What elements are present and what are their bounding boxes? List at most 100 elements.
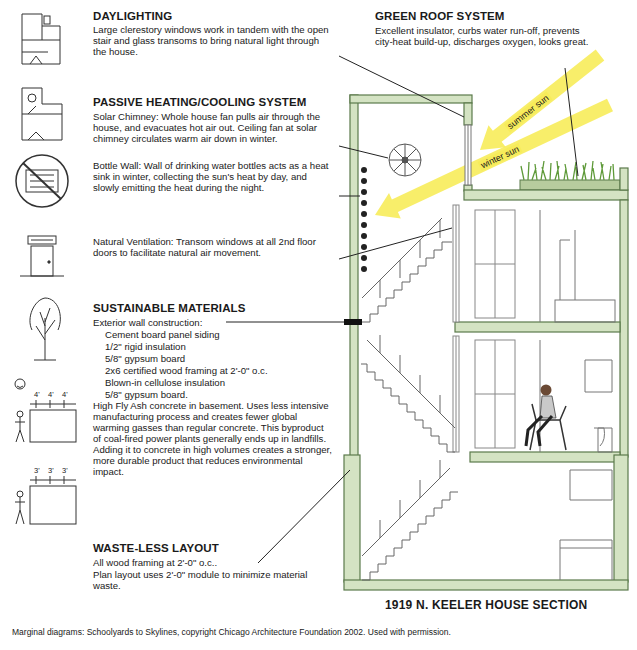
icon-height-study <box>30 476 76 484</box>
green-roof <box>521 161 614 180</box>
icon-tree <box>36 308 55 360</box>
icon-height-study <box>30 486 76 524</box>
icon-tree <box>30 298 60 330</box>
bottle-wall <box>361 211 367 217</box>
list-item: 5/8" gypsum board <box>105 354 333 365</box>
list-item: Blown-in cellulose insulation <box>105 378 333 389</box>
solar-chimney-fan <box>402 157 408 163</box>
icon-bottle-wall <box>16 155 68 207</box>
list-item: 1/2" rigid insulation <box>105 342 333 353</box>
section-heading: GREEN ROOF SYSTEM <box>375 10 595 23</box>
icon-tree <box>34 360 56 361</box>
leader-lines <box>258 470 350 563</box>
dimension-label: 3' <box>62 467 68 475</box>
icon-transom-door <box>31 246 53 276</box>
bottle-wall <box>361 167 367 173</box>
list-item: 2x6 certified wood framing at 2'-0" o.c. <box>105 366 333 377</box>
section-heading: PASSIVE HEATING/COOLING SYSTEM <box>93 96 333 109</box>
dimension-label: 3' <box>48 467 54 475</box>
stairs <box>362 460 450 556</box>
stairs <box>361 364 455 452</box>
house-structure <box>464 103 472 125</box>
bottle-wall <box>361 244 367 250</box>
body-text: Plan layout uses 2'-0" module to minimiz… <box>93 570 323 592</box>
bottle-wall <box>361 233 367 239</box>
body-text: All wood framing at 2'-0" o.c.. <box>93 558 253 569</box>
dimension-label: 3' <box>34 467 40 475</box>
icon-height-study <box>17 491 23 497</box>
clerestory-window <box>468 125 469 185</box>
icon-tree <box>30 298 60 360</box>
icon-passive-system <box>28 94 36 102</box>
icon-transom-door <box>28 236 56 244</box>
leader-lines <box>339 146 388 158</box>
green-roof <box>520 180 620 190</box>
section-heading: WASTE-LESS LAYOUT <box>93 542 333 555</box>
caption: 1919 N. KEELER HOUSE SECTION <box>385 598 587 612</box>
icon-height-study <box>15 417 25 442</box>
sun-arrows <box>480 50 604 151</box>
house-structure <box>455 322 620 332</box>
icon-height-study <box>17 411 23 417</box>
leader-lines <box>339 56 464 117</box>
seated-person <box>526 416 552 446</box>
leader-lines <box>226 322 346 323</box>
stairs <box>367 335 455 428</box>
stairs <box>362 492 458 580</box>
house-structure <box>344 95 628 590</box>
leader-lines <box>339 196 360 197</box>
house-structure <box>470 452 620 462</box>
icon-height-study <box>17 386 23 388</box>
leader-lines <box>565 68 578 176</box>
house-structure <box>620 168 628 190</box>
solar-chimney-fan <box>389 144 421 176</box>
icon-daylighting <box>22 14 60 64</box>
leader-lines <box>339 228 452 259</box>
bottle-wall <box>361 178 367 184</box>
body-text: Large clerestory windows work in tandem … <box>93 25 333 58</box>
icon-daylighting <box>22 26 60 52</box>
icon-height-study <box>15 379 25 389</box>
interior-glass <box>475 340 515 448</box>
stairs <box>362 218 442 298</box>
body-text: Exterior wall construction: <box>93 318 223 329</box>
seated-person <box>541 385 552 396</box>
section-heading: SUSTAINABLE MATERIALS <box>93 302 333 315</box>
icon-transom-door <box>20 276 64 277</box>
sun-label: summer sun <box>504 92 552 133</box>
bathroom-fixtures <box>540 210 615 580</box>
dimension-label: 4' <box>48 391 54 399</box>
icon-height-study <box>15 476 76 524</box>
icon-transom-door <box>20 236 64 276</box>
section-heading: DAYLIGHTING <box>93 10 333 23</box>
bottle-wall <box>361 266 367 272</box>
bottle-wall <box>361 167 367 272</box>
icon-daylighting <box>30 56 42 64</box>
bottle-wall <box>361 222 367 228</box>
house-structure <box>344 580 628 590</box>
list-item: Cement board panel siding <box>105 330 333 341</box>
icon-daylighting <box>22 14 60 64</box>
bathroom-fixtures <box>560 470 612 580</box>
clerestory-window <box>465 125 471 185</box>
bathroom-fixtures <box>594 428 612 452</box>
stairs <box>361 218 458 580</box>
bottle-wall <box>361 200 367 206</box>
interior-glass <box>475 210 515 318</box>
dimension-label: 4' <box>62 391 68 399</box>
house-structure <box>464 190 628 200</box>
icon-transom-door <box>48 261 50 263</box>
seated-person <box>526 385 566 451</box>
list-item: 5/8" gypsum board. <box>105 390 333 401</box>
house-structure <box>614 455 628 582</box>
body-text: Bottle Wall: Wall of drinking water bott… <box>93 161 333 194</box>
seated-person <box>540 396 556 418</box>
bathroom-fixtures <box>540 210 575 322</box>
body-text: Excellent insulator, curbs water run-off… <box>375 26 595 48</box>
icon-height-study <box>30 400 76 408</box>
solar-chimney-fan <box>389 144 421 176</box>
wall-callout-tab <box>344 319 362 325</box>
icon-height-study <box>30 410 76 442</box>
icon-bottle-wall <box>16 155 68 207</box>
